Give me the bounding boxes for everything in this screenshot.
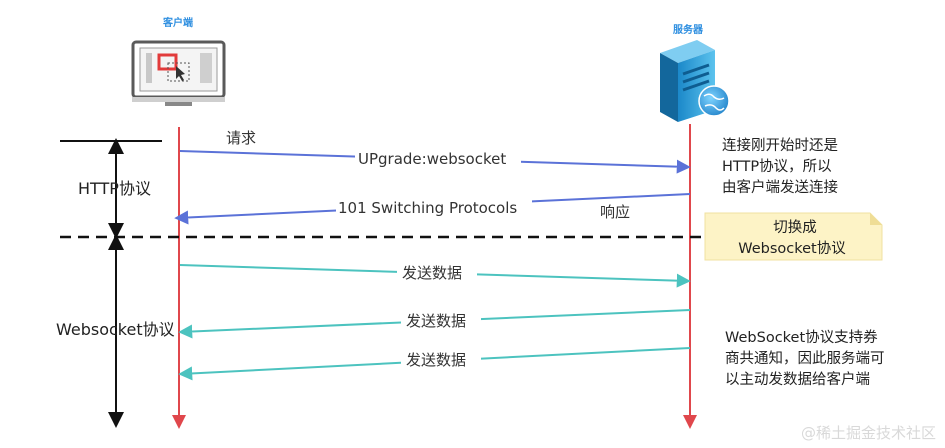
http-note-line-2: HTTP协议，所以 [722, 158, 832, 175]
send-data-label-1: 发送数据 [402, 264, 462, 282]
computer-screen-icon [131, 40, 226, 106]
http-note-line-1: 连接刚开始时还是 [722, 137, 838, 154]
watermark: @稀土掘金技术社区 [801, 424, 936, 442]
ws-note-line-3: 以主动发数据给客户端 [725, 371, 870, 388]
switch-note-line-2: Websocket协议 [738, 240, 846, 257]
ws-note-line-1: WebSocket协议支持券 [725, 329, 878, 346]
send-data-label-2: 发送数据 [406, 312, 466, 330]
http-note: 连接刚开始时还是 HTTP协议，所以 由客户端发送连接 [722, 137, 838, 196]
upgrade-label: UPgrade:websocket [358, 150, 506, 168]
server-globe-icon [660, 40, 730, 122]
switch-note-line-1: 切换成 [773, 219, 817, 236]
switch-protocol-note: 切换成 Websocket协议 [704, 212, 883, 261]
switching-label: 101 Switching Protocols [338, 199, 517, 217]
ws-note-line-2: 商共通知，因此服务端可 [725, 350, 885, 367]
http-note-line-3: 由客户端发送连接 [722, 179, 838, 196]
send-data-label-3: 发送数据 [406, 351, 466, 369]
websocket-phase-label: Websocket协议 [56, 320, 175, 339]
websocket-note: WebSocket协议支持券 商共通知，因此服务端可 以主动发数据给客户端 [725, 329, 885, 388]
http-phase-label: HTTP协议 [78, 179, 151, 198]
response-label: 响应 [600, 203, 630, 221]
server-title: 服务器 [673, 23, 704, 36]
client-title: 客户端 [162, 16, 193, 29]
request-label: 请求 [226, 129, 256, 147]
